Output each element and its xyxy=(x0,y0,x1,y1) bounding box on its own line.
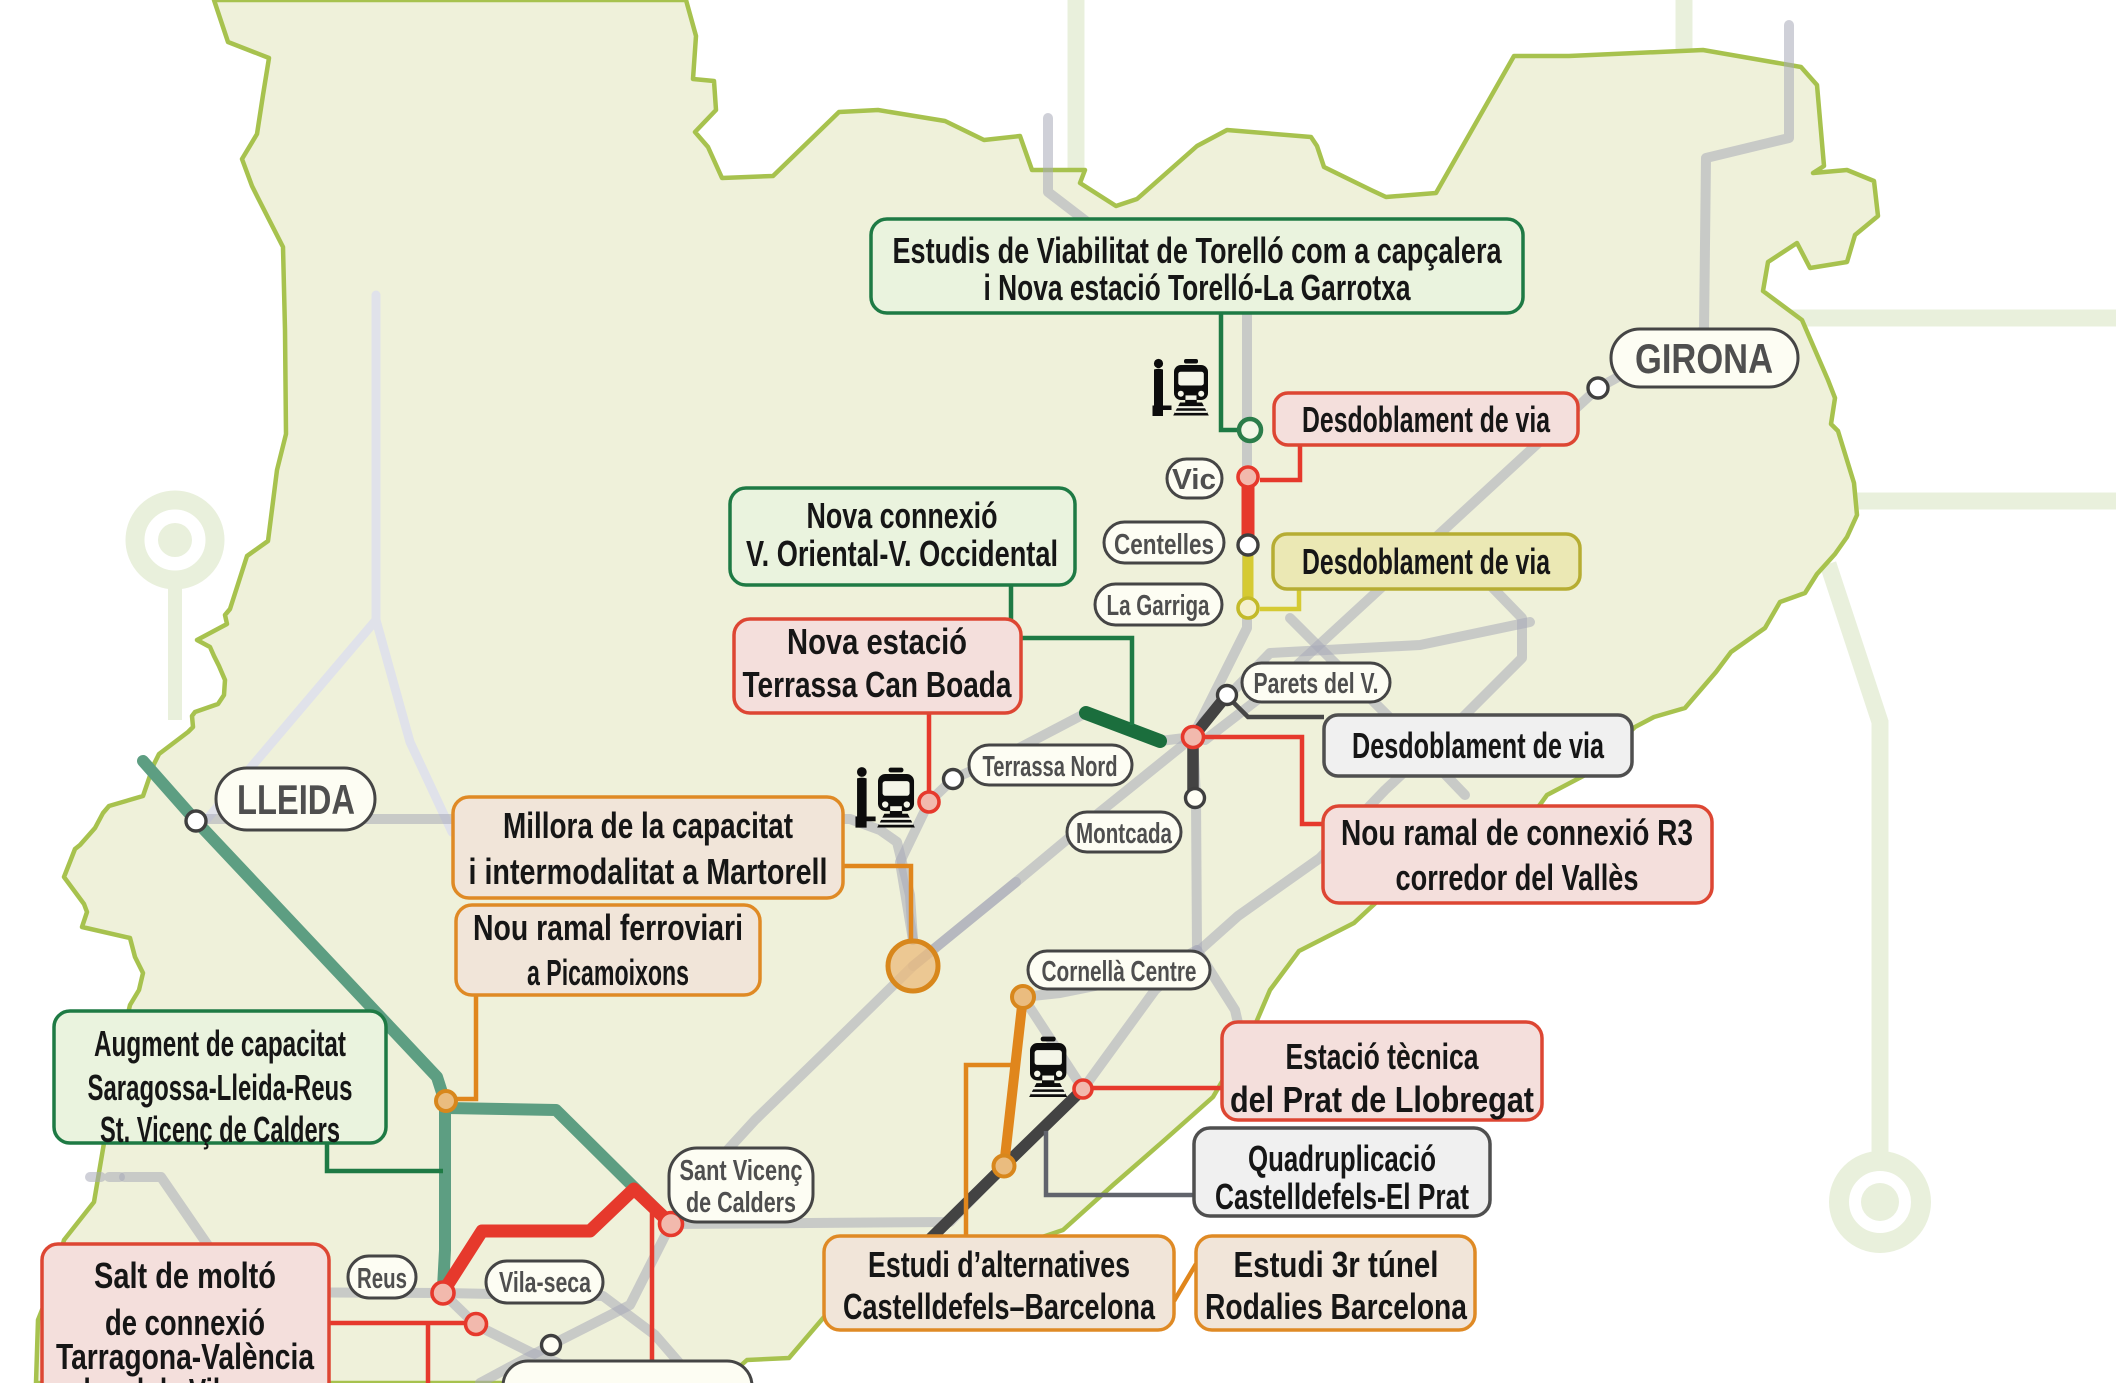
svg-text:Vila-seca: Vila-seca xyxy=(499,1267,592,1299)
svg-text:Terrassa Can Boada: Terrassa Can Boada xyxy=(743,664,1013,705)
svg-text:Parets del V.: Parets del V. xyxy=(1254,668,1379,700)
svg-text:Nou ramal ferroviari: Nou ramal ferroviari xyxy=(473,907,743,948)
svg-text:Augment de capacitat: Augment de capacitat xyxy=(94,1023,346,1064)
svg-text:Cornellà Centre: Cornellà Centre xyxy=(1042,956,1197,988)
svg-text:al sud de Vila-seca: al sud de Vila-seca xyxy=(69,1371,302,1383)
svg-text:de Calders: de Calders xyxy=(686,1187,796,1219)
svg-text:La Garriga: La Garriga xyxy=(1107,590,1211,622)
svg-text:Desdoblament de via: Desdoblament de via xyxy=(1352,725,1605,766)
svg-text:V. Oriental-V. Occidental: V. Oriental-V. Occidental xyxy=(746,533,1058,574)
svg-text:Reus: Reus xyxy=(357,1263,407,1295)
svg-text:Montcada: Montcada xyxy=(1076,818,1173,850)
svg-text:a Picamoixons: a Picamoixons xyxy=(527,952,689,993)
svg-text:Castelldefels-El Prat: Castelldefels-El Prat xyxy=(1215,1176,1469,1217)
svg-text:Desdoblament de via: Desdoblament de via xyxy=(1302,399,1551,440)
svg-text:Quadruplicació: Quadruplicació xyxy=(1248,1138,1436,1179)
svg-text:Tarragona-València: Tarragona-València xyxy=(56,1336,315,1377)
svg-text:Desdoblament de via: Desdoblament de via xyxy=(1302,541,1551,582)
svg-text:del Prat de Llobregat: del Prat de Llobregat xyxy=(1230,1079,1534,1120)
svg-text:LLEIDA: LLEIDA xyxy=(237,776,355,823)
svg-text:Nova connexió: Nova connexió xyxy=(807,495,998,536)
svg-text:de connexió: de connexió xyxy=(105,1302,265,1343)
svg-text:Nou ramal de connexió R3: Nou ramal de connexió R3 xyxy=(1341,812,1693,853)
svg-text:Centelles: Centelles xyxy=(1114,529,1214,561)
svg-text:Rodalies Barcelona: Rodalies Barcelona xyxy=(1205,1286,1468,1327)
svg-text:Estudi d’alternatives: Estudi d’alternatives xyxy=(868,1244,1130,1285)
svg-text:Sant Vicenç: Sant Vicenç xyxy=(680,1155,803,1187)
svg-text:corredor del Vallès: corredor del Vallès xyxy=(1396,857,1639,898)
svg-text:Estació tècnica: Estació tècnica xyxy=(1286,1036,1480,1077)
svg-text:Castelldefels–Barcelona: Castelldefels–Barcelona xyxy=(843,1286,1156,1327)
svg-text:i intermodalitat a Martorell: i intermodalitat a Martorell xyxy=(469,851,828,892)
svg-text:Nova estació: Nova estació xyxy=(787,621,967,662)
svg-text:Saragossa-Lleida-Reus: Saragossa-Lleida-Reus xyxy=(88,1067,353,1108)
svg-text:Vic: Vic xyxy=(1172,464,1216,496)
svg-text:i Nova estació Torelló-La Garr: i Nova estació Torelló-La Garrotxa xyxy=(984,267,1412,308)
svg-text:Salt de moltó: Salt de moltó xyxy=(94,1255,276,1296)
svg-text:Terrassa Nord: Terrassa Nord xyxy=(983,751,1118,783)
svg-text:Estudi 3r túnel: Estudi 3r túnel xyxy=(1234,1244,1439,1285)
svg-text:St. Vicenç de Calders: St. Vicenç de Calders xyxy=(100,1109,340,1150)
svg-text:Estudis de Viabilitat de Torel: Estudis de Viabilitat de Torelló com a c… xyxy=(893,230,1503,271)
svg-text:Millora de la capacitat: Millora de la capacitat xyxy=(503,805,793,846)
svg-text:GIRONA: GIRONA xyxy=(1635,335,1773,382)
